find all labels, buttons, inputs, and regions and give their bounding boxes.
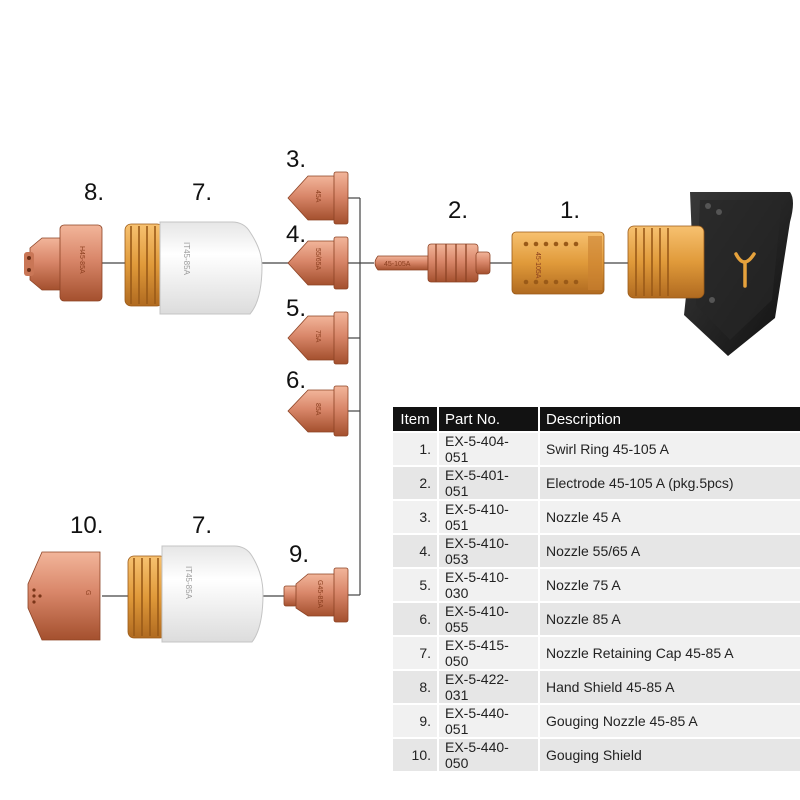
cell-description: Nozzle 75 A bbox=[538, 567, 800, 602]
callout-numbers: 1. 2. 3. 4. 5. 6. 7. 7. 8. 9. 10. bbox=[70, 146, 580, 568]
nozzle-75a-part: 75A bbox=[287, 311, 349, 365]
cell-part-no: EX-5-404-051 bbox=[437, 431, 539, 466]
cell-part-no: EX-5-440-050 bbox=[437, 737, 539, 771]
header-item: Item bbox=[393, 407, 438, 432]
hand-shield-engraving: H45-85A bbox=[78, 246, 85, 274]
gouging-shield-engraving: G bbox=[84, 590, 91, 595]
callout-7-bottom: 7. bbox=[192, 512, 212, 539]
cell-part-no: EX-5-440-051 bbox=[437, 703, 539, 738]
callout-2: 2. bbox=[448, 197, 468, 224]
cell-part-no: EX-5-401-051 bbox=[437, 465, 539, 500]
nozzle-45a-part: 45A bbox=[287, 171, 349, 225]
cell-description: Gouging Nozzle 45-85 A bbox=[538, 703, 800, 738]
cell-description: Swirl Ring 45-105 A bbox=[538, 431, 800, 466]
callout-10: 10. bbox=[70, 512, 103, 539]
cell-description: Hand Shield 45-85 A bbox=[538, 669, 800, 704]
table-row: 6. EX-5-410-055 Nozzle 85 A bbox=[393, 601, 800, 636]
cell-part-no: EX-5-415-050 bbox=[437, 635, 539, 670]
table-row: 3. EX-5-410-051 Nozzle 45 A bbox=[393, 499, 800, 534]
nozzle-55-65a-part: 55/65A bbox=[287, 236, 349, 290]
table-row: 2. EX-5-401-051 Electrode 45-105 A (pkg.… bbox=[393, 465, 800, 500]
retaining-cap-bottom-engraving: IT45-85A bbox=[184, 566, 193, 600]
callout-3: 3. bbox=[286, 146, 306, 173]
gouging-shield-part: G bbox=[27, 551, 101, 641]
brand-logo-icon bbox=[734, 252, 756, 288]
cell-description: Nozzle 85 A bbox=[538, 601, 800, 636]
retaining-cap-top-part: IT45-85A bbox=[124, 221, 263, 315]
retaining-cap-bottom-part: IT45-85A bbox=[127, 545, 264, 643]
table-row: 7. EX-5-415-050 Nozzle Retaining Cap 45-… bbox=[393, 635, 800, 670]
gouging-nozzle-engraving: G45-85A bbox=[316, 580, 323, 608]
cell-part-no: EX-5-410-053 bbox=[437, 533, 539, 568]
callout-6: 6. bbox=[286, 367, 306, 394]
cell-part-no: EX-5-410-030 bbox=[437, 567, 539, 602]
table-row: 1. EX-5-404-051 Swirl Ring 45-105 A bbox=[393, 431, 800, 466]
nozzle-85a-part: 85A bbox=[287, 385, 349, 437]
cell-part-no: EX-5-422-031 bbox=[437, 669, 539, 704]
parts-table-header: Item Part No. Description bbox=[393, 407, 800, 432]
cell-description: Nozzle 45 A bbox=[538, 499, 800, 534]
table-row: 4. EX-5-410-053 Nozzle 55/65 A bbox=[393, 533, 800, 568]
cell-item: 7. bbox=[393, 635, 438, 670]
table-row: 5. EX-5-410-030 Nozzle 75 A bbox=[393, 567, 800, 602]
cell-item: 4. bbox=[393, 533, 438, 568]
cell-description: Nozzle Retaining Cap 45-85 A bbox=[538, 635, 800, 670]
cell-item: 8. bbox=[393, 669, 438, 704]
cell-item: 5. bbox=[393, 567, 438, 602]
nozzle-6-engraving: 85A bbox=[314, 403, 321, 416]
nozzle-3-engraving: 45A bbox=[314, 190, 321, 203]
cell-description: Electrode 45-105 A (pkg.5pcs) bbox=[538, 465, 800, 500]
electrode-part: 45-105A bbox=[374, 243, 491, 283]
table-row: 9. EX-5-440-051 Gouging Nozzle 45-85 A bbox=[393, 703, 800, 738]
cell-description: Nozzle 55/65 A bbox=[538, 533, 800, 568]
callout-7-top: 7. bbox=[192, 179, 212, 206]
cell-item: 3. bbox=[393, 499, 438, 534]
swirl-ring-part: 45-105A bbox=[511, 231, 605, 295]
swirl-ring-engraving: 45-105A bbox=[534, 252, 541, 279]
header-part-no: Part No. bbox=[437, 407, 539, 432]
table-row: 8. EX-5-422-031 Hand Shield 45-85 A bbox=[393, 669, 800, 704]
header-description: Description bbox=[538, 407, 800, 432]
cell-part-no: EX-5-410-051 bbox=[437, 499, 539, 534]
gouging-nozzle-part: G45-85A bbox=[283, 567, 349, 623]
cell-item: 2. bbox=[393, 465, 438, 500]
callout-1: 1. bbox=[560, 197, 580, 224]
cell-part-no: EX-5-410-055 bbox=[437, 601, 539, 636]
cell-description: Gouging Shield bbox=[538, 737, 800, 771]
callout-4: 4. bbox=[286, 221, 306, 248]
cell-item: 6. bbox=[393, 601, 438, 636]
cell-item: 1. bbox=[393, 431, 438, 466]
cell-item: 9. bbox=[393, 703, 438, 738]
table-row: 10. EX-5-440-050 Gouging Shield bbox=[393, 737, 800, 771]
nozzle-4-engraving: 55/65A bbox=[314, 248, 321, 271]
callout-8: 8. bbox=[84, 179, 104, 206]
connector-lines bbox=[100, 197, 628, 597]
parts-table: Item Part No. Description 1. EX-5-404-05… bbox=[393, 407, 800, 771]
callout-9: 9. bbox=[289, 541, 309, 568]
cell-item: 10. bbox=[393, 737, 438, 771]
hand-shield-part: H45-85A bbox=[24, 224, 103, 302]
retaining-cap-top-engraving: IT45-85A bbox=[182, 242, 191, 276]
callout-5: 5. bbox=[286, 295, 306, 322]
nozzle-5-engraving: 75A bbox=[314, 330, 321, 343]
torch-head bbox=[627, 192, 793, 356]
electrode-engraving: 45-105A bbox=[384, 261, 411, 268]
